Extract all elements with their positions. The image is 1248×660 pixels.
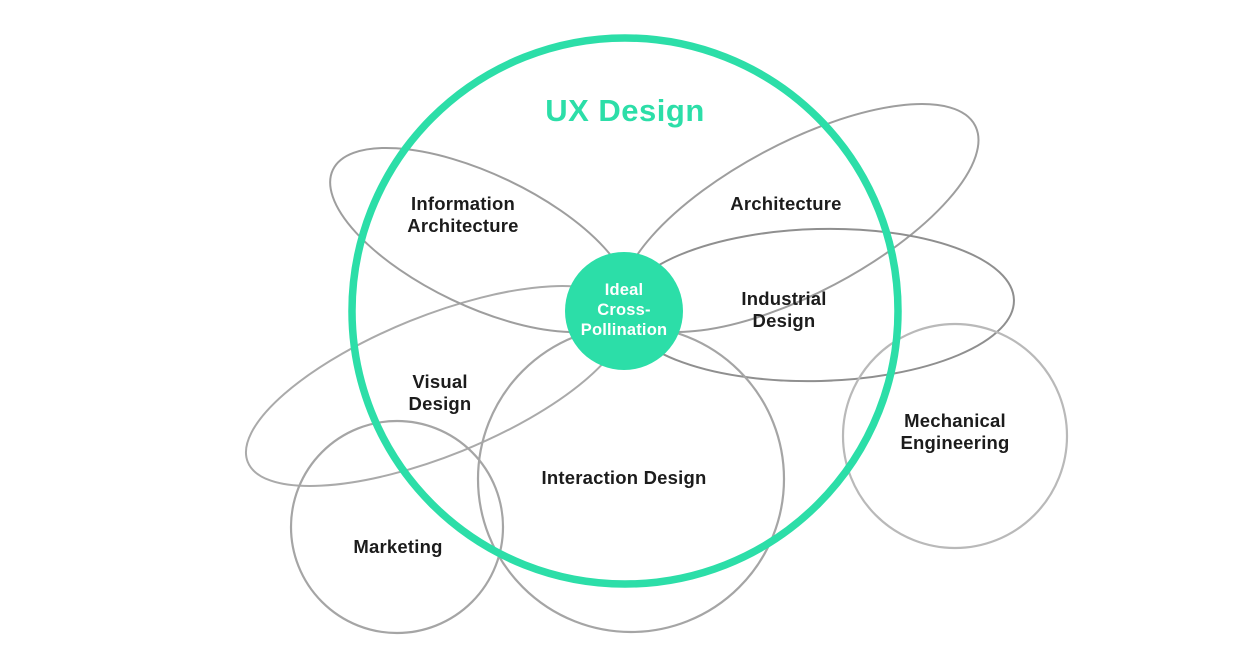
industrial-design-label-line2: Design <box>753 310 816 331</box>
center-label-line1: Ideal <box>605 281 644 299</box>
visual-design-label-line2: Design <box>409 393 472 414</box>
mechanical-engineering-circle <box>841 322 1069 550</box>
interaction-design-label: Interaction Design <box>542 467 707 488</box>
center-disc <box>565 252 683 370</box>
diagram-title: UX Design <box>545 93 705 128</box>
industrial-design-label-line1: Industrial <box>741 288 826 309</box>
information-architecture-label-line1: Information <box>411 193 515 214</box>
mechanical-engineering-label-line1: Mechanical <box>904 410 1006 431</box>
visual-design-label-line1: Visual <box>412 371 467 392</box>
architecture-label: Architecture <box>730 193 841 214</box>
ux-design-circle <box>348 34 902 588</box>
center-label-line2: Cross- <box>597 301 650 319</box>
mechanical-engineering-label-line2: Engineering <box>900 432 1009 453</box>
center-label-line3: Pollination <box>581 321 668 339</box>
information-architecture-label-line2: Architecture <box>407 215 518 236</box>
marketing-label: Marketing <box>353 536 442 557</box>
marketing-circle <box>289 419 505 635</box>
